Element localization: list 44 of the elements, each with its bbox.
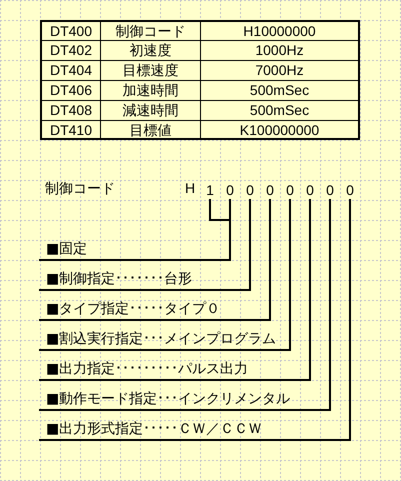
register-cell: DT408 bbox=[42, 101, 101, 121]
setting-label: ■固定 bbox=[40, 238, 230, 260]
code-digit: 0 bbox=[223, 181, 237, 200]
register-cell: DT402 bbox=[42, 41, 101, 61]
value-cell: 1000Hz bbox=[201, 41, 358, 61]
parameter-cell: 加速時間 bbox=[101, 81, 201, 101]
code-digit: 0 bbox=[243, 181, 257, 200]
register-cell: DT410 bbox=[42, 121, 101, 138]
parameter-cell: 制御コード bbox=[101, 22, 201, 41]
setting-label: ■出力指定･････････パルス出力 bbox=[40, 358, 310, 380]
setting-label: ■割込実行指定･･･メインプログラム bbox=[40, 328, 290, 350]
leader-line bbox=[39, 199, 251, 291]
parameter-cell: 目標速度 bbox=[101, 61, 201, 81]
register-cell: DT404 bbox=[42, 61, 101, 81]
value-cell: 500mSec bbox=[201, 81, 358, 101]
code-label: 制御コード bbox=[45, 180, 115, 196]
code-digit: 0 bbox=[283, 181, 297, 200]
setting-label: ■動作モード指定･･･インクリメンタル bbox=[40, 388, 330, 410]
code-digit: 1 bbox=[203, 181, 217, 200]
leader-line bbox=[39, 199, 331, 411]
value-cell-text: K100000000 bbox=[238, 121, 320, 138]
parameter-cell: 初速度 bbox=[101, 41, 201, 61]
code-digit: 0 bbox=[303, 181, 317, 200]
code-digit: 0 bbox=[263, 181, 277, 200]
leader-line bbox=[209, 199, 231, 221]
hex-prefix: H bbox=[184, 180, 196, 196]
leader-line bbox=[39, 199, 291, 351]
leader-line bbox=[229, 199, 231, 221]
setting-label: ■タイプ指定･････タイプ０ bbox=[40, 298, 270, 320]
setting-label: ■制御指定･･･････台形 bbox=[40, 268, 250, 290]
value-cell: H10000000 bbox=[201, 22, 358, 41]
leader-line bbox=[39, 199, 351, 441]
register-cell: DT400 bbox=[42, 22, 101, 41]
value-cell: 7000Hz bbox=[201, 61, 358, 81]
setting-label: ■出力形式指定･････ＣＷ／ＣＣＷ bbox=[40, 418, 350, 440]
code-digit: 0 bbox=[343, 181, 357, 200]
leader-line bbox=[39, 219, 231, 261]
parameter-cell: 減速時間 bbox=[101, 101, 201, 121]
parameter-cell: 目標値 bbox=[101, 121, 201, 138]
value-cell: 500mSec bbox=[201, 101, 358, 121]
code-digit: 0 bbox=[323, 181, 337, 200]
leader-line bbox=[39, 199, 311, 381]
leader-line bbox=[39, 199, 271, 321]
register-cell: DT406 bbox=[42, 81, 101, 101]
